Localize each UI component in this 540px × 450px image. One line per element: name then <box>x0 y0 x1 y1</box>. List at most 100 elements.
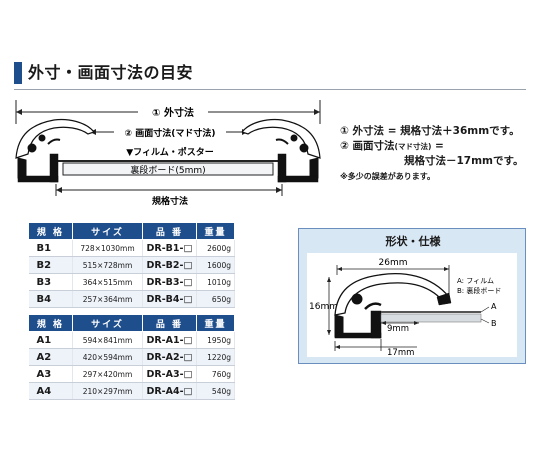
height-dim-arrow-bottom <box>327 330 331 335</box>
cell-size: 594×841mm <box>72 331 143 349</box>
screen-dim-label: ② 画面寸法(マド寸法) <box>125 127 216 139</box>
header-code: 品 番 <box>142 222 197 240</box>
inner-dim-arrow-left <box>381 321 386 325</box>
frame-cross-section-diagram: ① 外寸法 ② 画面寸法(マド寸法) ▼フィルム・ポスター 裏段ボード(5mm)… <box>15 100 321 207</box>
table-row: B4 257×364mm DR-B4-□ 650g <box>28 290 235 308</box>
standard-dim-label: 規格寸法 <box>152 195 188 207</box>
width-dim-arrow-right <box>444 267 449 271</box>
spec-table-a: 規 格 サイズ 品 番 重量 A1 594×841mm DR-A1-□ 1950… <box>28 314 235 400</box>
shape-panel-body: 26mm 16mm A B A: フ <box>307 253 517 358</box>
outer-dim-label-bg <box>138 104 208 118</box>
inner-dim-arrow-right <box>414 321 419 325</box>
width-dim-arrow-left <box>337 267 342 271</box>
tag-b: B <box>491 319 497 328</box>
film-label: ▼フィルム・ポスター <box>126 146 214 158</box>
profile-spec-diagram: 26mm 16mm A B A: フ <box>309 258 501 358</box>
inner-dim-label: 9mm <box>387 324 409 334</box>
bottom-dim-arrow <box>335 345 340 349</box>
note-screen-prefix: ② 画面寸法 <box>340 140 395 152</box>
board-b-layer <box>380 313 482 323</box>
cell-grade: A2 <box>28 348 73 366</box>
bottom-dim-label: 17mm <box>387 348 414 357</box>
page-title: 外寸・画面寸法の目安 <box>28 63 194 82</box>
table-row: A4 210×297mm DR-A4-□ 540g <box>28 382 235 400</box>
cell-code: DR-A4-□ <box>142 382 197 400</box>
shape-panel-title: 形状・仕様 <box>385 235 441 248</box>
header-size: サイズ <box>72 222 143 240</box>
table-header-row: 規 格 サイズ 品 番 重量 <box>28 314 235 332</box>
cell-code: DR-A2-□ <box>142 348 197 366</box>
screen-dim-label-bg <box>114 125 226 139</box>
height-dim-label: 16mm <box>309 302 338 312</box>
cell-size: 257×364mm <box>72 290 143 308</box>
cell-grade: B2 <box>28 256 73 274</box>
outer-dim-arrow-left <box>16 109 22 115</box>
note-outer-dimension: ① 外寸法 = 規格寸法＋36mmです。 <box>340 125 520 137</box>
legend-board: B: 裏段ボード <box>457 286 501 295</box>
header-size: サイズ <box>72 314 143 332</box>
header-accent-bar <box>14 62 22 84</box>
cell-size: 515×728mm <box>72 256 143 274</box>
header-grade: 規 格 <box>28 314 73 332</box>
cell-weight: 1950g <box>196 331 235 349</box>
standard-dim-arrow-left <box>56 187 62 193</box>
width-dim-label: 26mm <box>379 258 408 268</box>
note-tolerance: ※多少の誤差があります。 <box>340 172 435 181</box>
tag-b-leader <box>480 318 490 324</box>
cell-code: DR-A1-□ <box>142 331 197 349</box>
left-frame-profile <box>15 118 96 183</box>
backboard <box>62 162 274 176</box>
cell-grade: A4 <box>28 382 73 400</box>
table-row: A3 297×420mm DR-A3-□ 760g <box>28 365 235 383</box>
standard-dim-arrow-right <box>276 187 282 193</box>
legend-film: A: フィルム <box>457 277 494 285</box>
table-row: B1 728×1030mm DR-B1-□ 2600g <box>28 239 235 257</box>
header-weight: 重量 <box>196 222 235 240</box>
cell-weight: 1010g <box>196 273 235 291</box>
cell-weight: 2600g <box>196 239 235 257</box>
note-screen-suffix: = <box>431 140 444 152</box>
cell-size: 364×515mm <box>72 273 143 291</box>
table-row: B2 515×728mm DR-B2-□ 1600g <box>28 256 235 274</box>
note-screen-formula: 規格寸法－17mmです。 <box>404 155 524 167</box>
backboard-label: 裏段ボード(5mm) <box>130 164 205 176</box>
cell-code: DR-A3-□ <box>142 365 197 383</box>
cell-code: DR-B2-□ <box>142 256 197 274</box>
cell-weight: 540g <box>196 382 235 400</box>
cell-grade: B1 <box>28 239 73 257</box>
cell-code: DR-B1-□ <box>142 239 197 257</box>
cell-grade: B3 <box>28 273 73 291</box>
cell-size: 210×297mm <box>72 382 143 400</box>
note-screen-dimension: ② 画面寸法(マド寸法) = <box>340 139 444 154</box>
cell-grade: A3 <box>28 365 73 383</box>
table-header-row: 規 格 サイズ 品 番 重量 <box>28 222 235 240</box>
spec-table-b: 規 格 サイズ 品 番 重量 B1 728×1030mm DR-B1-□ 260… <box>28 222 235 308</box>
film-sheet <box>56 160 282 162</box>
tag-a: A <box>491 302 497 311</box>
shape-spec-panel: 形状・仕様 26mm 16mm <box>298 228 526 364</box>
outer-dim-arrow-right <box>314 109 320 115</box>
cell-grade: A1 <box>28 331 73 349</box>
cell-weight: 1220g <box>196 348 235 366</box>
cell-weight: 1600g <box>196 256 235 274</box>
film-a-sheet <box>381 311 481 313</box>
cell-grade: B4 <box>28 290 73 308</box>
frame-profile-shape <box>334 272 452 339</box>
table-row: A1 594×841mm DR-A1-□ 1950g <box>28 331 235 349</box>
tag-a-leader <box>480 306 490 313</box>
header-grade: 規 格 <box>28 222 73 240</box>
cell-weight: 650g <box>196 290 235 308</box>
header-weight: 重量 <box>196 314 235 332</box>
height-dim-arrow-top <box>327 277 331 282</box>
header-code: 品 番 <box>142 314 197 332</box>
cell-size: 728×1030mm <box>72 239 143 257</box>
outer-dim-label: ① 外寸法 <box>152 106 194 119</box>
table-row: B3 364×515mm DR-B3-□ 1010g <box>28 273 235 291</box>
note-screen-small: (マド寸法) <box>394 142 432 151</box>
table-row: A2 420×594mm DR-A2-□ 1220g <box>28 348 235 366</box>
cell-weight: 760g <box>196 365 235 383</box>
header-divider <box>14 89 526 90</box>
cell-code: DR-B3-□ <box>142 273 197 291</box>
cell-size: 420×594mm <box>72 348 143 366</box>
right-frame-profile <box>240 118 321 183</box>
